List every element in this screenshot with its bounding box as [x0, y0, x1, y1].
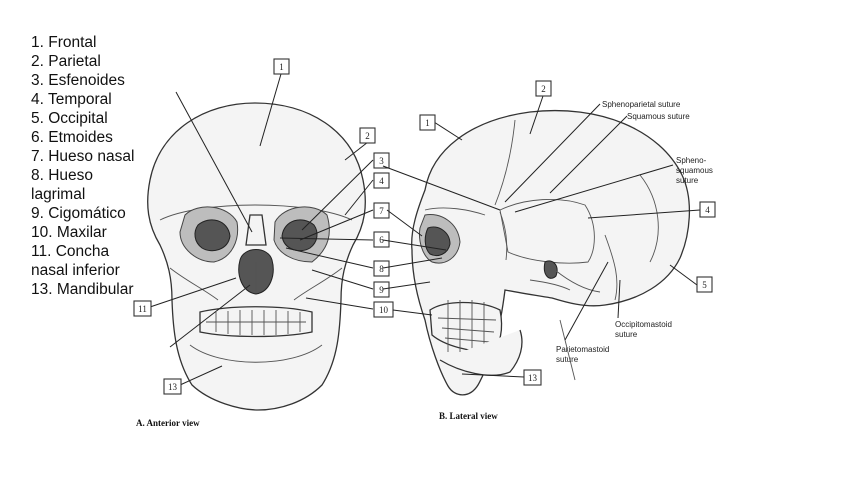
occipitomastoid-suture-label-line1: Occipitomastoid [615, 320, 672, 329]
anterior-label-10: 10 [374, 302, 393, 317]
squamous-suture-label: Squamous suture [627, 112, 690, 121]
svg-text:9: 9 [379, 285, 384, 295]
sphenosquamous-suture-label-line3: suture [676, 176, 699, 185]
svg-text:4: 4 [379, 176, 384, 186]
lateral-label-5: 5 [697, 277, 712, 292]
svg-text:11: 11 [138, 304, 147, 314]
lateral-skull-illustration [412, 111, 690, 395]
anterior-label-2: 2 [360, 128, 375, 143]
anterior-label-3: 3 [374, 153, 389, 168]
anterior-label-7: 7 [374, 203, 389, 218]
svg-text:2: 2 [365, 131, 370, 141]
svg-text:7: 7 [379, 206, 384, 216]
anterior-label-9: 9 [374, 282, 389, 297]
parietomastoid-suture-label-line2: suture [556, 355, 579, 364]
lateral-label-1: 1 [420, 115, 435, 130]
svg-text:13: 13 [528, 373, 538, 383]
sphenosquamous-suture-label-line2: squamous [676, 166, 713, 175]
lateral-label-4: 4 [700, 202, 715, 217]
anterior-label-1: 1 [274, 59, 289, 74]
anterior-view-caption: A. Anterior view [136, 418, 200, 428]
anterior-skull-illustration [148, 103, 366, 410]
anterior-label-4: 4 [374, 173, 389, 188]
svg-text:13: 13 [168, 382, 178, 392]
lateral-view-caption: B. Lateral view [439, 411, 498, 421]
sphenoparietal-suture-label: Sphenoparietal suture [602, 100, 681, 109]
svg-text:8: 8 [379, 264, 384, 274]
svg-text:2: 2 [541, 84, 546, 94]
svg-text:1: 1 [425, 118, 430, 128]
svg-text:5: 5 [702, 280, 707, 290]
anterior-label-11: 11 [134, 301, 151, 316]
parietomastoid-suture-label-line1: Parietomastoid [556, 345, 609, 354]
svg-text:1: 1 [279, 62, 284, 72]
anterior-label-6: 6 [374, 232, 389, 247]
anterior-label-8: 8 [374, 261, 389, 276]
sphenosquamous-suture-label-line1: Spheno- [676, 156, 707, 165]
occipitomastoid-suture-label-line2: suture [615, 330, 638, 339]
svg-text:4: 4 [705, 205, 710, 215]
lateral-label-2: 2 [536, 81, 551, 96]
svg-text:10: 10 [379, 305, 389, 315]
svg-text:3: 3 [379, 156, 384, 166]
lateral-label-13: 13 [524, 370, 541, 385]
anterior-label-13: 13 [164, 379, 181, 394]
